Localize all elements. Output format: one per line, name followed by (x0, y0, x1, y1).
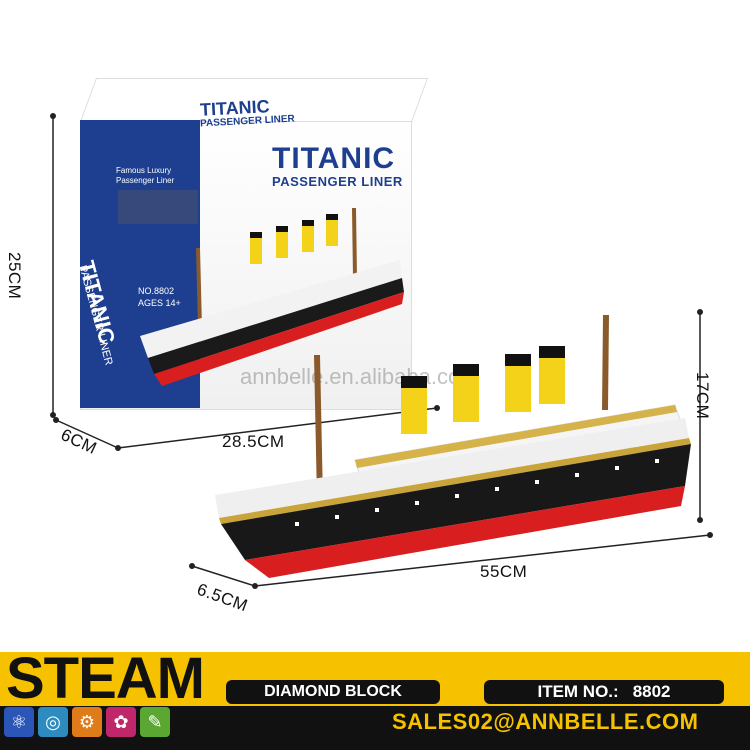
product-box: Famous Luxury Passenger Liner TITANIC PA… (74, 78, 429, 410)
steam-icons-row: ⚛ ◎ ⚙ ✿ ✎ (4, 707, 170, 737)
box-side-ages: AGES 14+ (138, 298, 181, 308)
box-width-label: 28.5CM (222, 432, 285, 451)
box-height-label: 25CM (5, 252, 24, 300)
product-type-label: DIAMOND BLOCK (264, 683, 402, 700)
contact-email: SALES02@ANNBELLE.COM (392, 709, 699, 734)
box-side-picture (118, 190, 198, 224)
item-number-label: ITEM NO.: (537, 682, 619, 701)
box-ship-illustration (140, 208, 404, 386)
ship-model (215, 314, 691, 578)
box-front-subtitle: PASSENGER LINER (272, 174, 403, 189)
black-hull (221, 444, 691, 560)
red-hull (245, 486, 685, 578)
product-type-pill: DIAMOND BLOCK (226, 680, 440, 704)
funnels (401, 346, 565, 434)
model-length-label: 55CM (480, 562, 528, 581)
side-tagline-line2: Passenger Liner (116, 176, 175, 185)
palette-icon: ✿ (106, 707, 136, 737)
gears-icon: ⚙ (72, 707, 102, 737)
box-front-title: TITANIC (272, 142, 396, 175)
rear-mast (602, 314, 609, 411)
item-number-pill: ITEM NO.: 8802 (484, 680, 724, 704)
item-number-value: 8802 (632, 682, 671, 701)
model-height-label: 17CM (693, 372, 712, 420)
portholes (295, 459, 659, 526)
brand-logo: STEAM (6, 646, 205, 711)
side-tagline-line1: Famous Luxury (116, 166, 172, 175)
box-side-item-no: NO.8802 (138, 286, 175, 296)
watermark: annbelle.en.alibaba.com (240, 364, 479, 389)
ruler-icon: ✎ (140, 707, 170, 737)
box-side-tagline: Famous Luxury Passenger Liner (116, 166, 176, 186)
atom-icon: ⚛ (4, 707, 34, 737)
globe-icon: ◎ (38, 707, 68, 737)
white-hull-band (215, 418, 689, 518)
front-mast (314, 354, 323, 501)
